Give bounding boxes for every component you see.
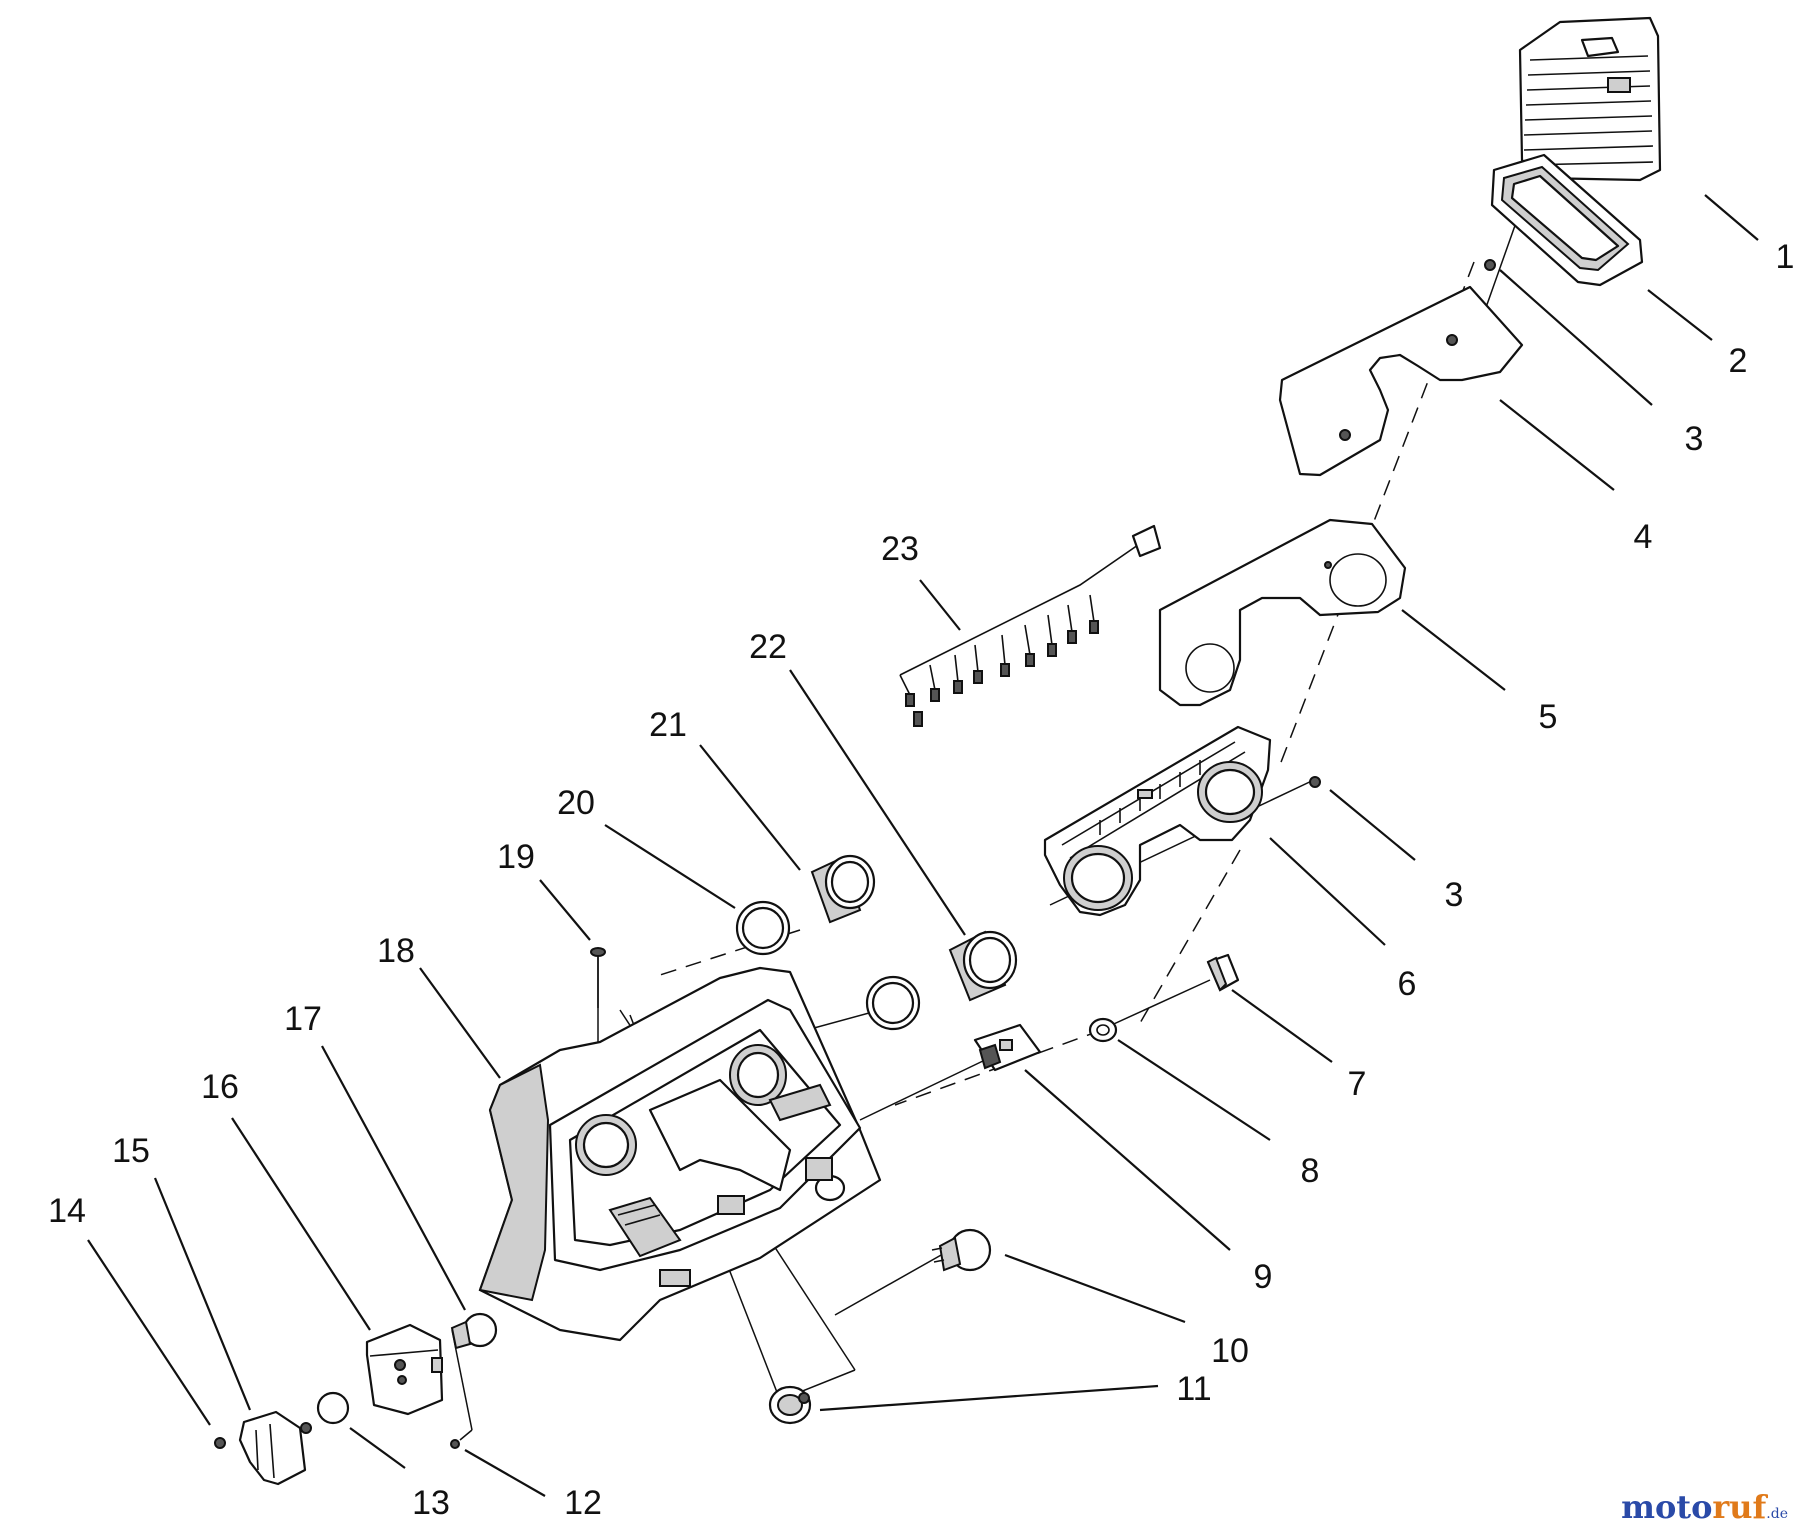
part-21-gauge xyxy=(810,854,876,924)
callout-3-second: 3 xyxy=(1445,876,1464,914)
watermark-part-b: ruf xyxy=(1712,1488,1767,1526)
callout-11: 11 xyxy=(1176,1370,1211,1408)
part-11-knob xyxy=(768,1385,812,1425)
callout-20: 20 xyxy=(557,784,595,822)
callout-1: 1 xyxy=(1776,238,1795,276)
callout-15: 15 xyxy=(112,1132,150,1170)
part-12-screw xyxy=(450,1439,460,1449)
part-22-gauge xyxy=(948,930,1018,1002)
part-3-screw-upper xyxy=(1484,259,1496,271)
part-2-gasket xyxy=(1490,153,1644,287)
callout-3: 3 xyxy=(1685,420,1704,458)
callout-8: 8 xyxy=(1301,1152,1320,1190)
part-19-screw xyxy=(590,947,606,1008)
leader-lines xyxy=(87,194,1759,1497)
part-23-harness xyxy=(899,524,1162,727)
callout-19: 19 xyxy=(497,838,535,876)
part-18-dash-panel xyxy=(478,966,882,1342)
part-10-light xyxy=(931,1228,992,1272)
part-3-screw-lower xyxy=(1309,776,1321,788)
watermark-part-a: moto xyxy=(1621,1488,1713,1526)
part-6-gauge-bezel xyxy=(1043,725,1272,917)
harness-connectors xyxy=(905,620,1099,727)
part-8-nut xyxy=(1088,1017,1118,1043)
callout-10: 10 xyxy=(1211,1332,1249,1370)
callout-6: 6 xyxy=(1398,965,1417,1003)
callout-16: 16 xyxy=(201,1068,239,1106)
callout-labels: 1 2 3 4 5 3 6 7 8 9 10 11 12 13 14 15 16… xyxy=(48,238,1794,1522)
part-5-decal xyxy=(1158,518,1407,707)
watermark-logo: motoruf.de xyxy=(1621,1488,1788,1526)
callout-14: 14 xyxy=(48,1192,86,1230)
part-15-bracket xyxy=(238,1410,312,1486)
callout-9: 9 xyxy=(1254,1258,1273,1296)
callout-5: 5 xyxy=(1539,698,1558,736)
callout-4: 4 xyxy=(1634,518,1653,556)
part-14-screw xyxy=(214,1437,226,1449)
part-13-bulb xyxy=(316,1391,350,1425)
watermark-suffix: .de xyxy=(1766,1506,1788,1522)
callout-17: 17 xyxy=(284,1000,322,1038)
callout-2: 2 xyxy=(1729,342,1748,380)
callout-7: 7 xyxy=(1348,1065,1367,1103)
callout-21: 21 xyxy=(649,706,687,744)
callout-22: 22 xyxy=(749,628,787,666)
part-9-switch xyxy=(973,1023,1042,1072)
part-4-plate xyxy=(1278,285,1524,477)
callout-18: 18 xyxy=(377,932,415,970)
callout-12: 12 xyxy=(564,1484,602,1522)
callout-13: 13 xyxy=(412,1484,450,1522)
part-17-bulb xyxy=(450,1312,498,1350)
part-20-ring xyxy=(735,900,921,1031)
part-7-lens xyxy=(1206,953,1240,992)
callout-23: 23 xyxy=(881,530,919,568)
part-1-cover xyxy=(1518,16,1662,182)
part-16-module xyxy=(365,1323,444,1416)
